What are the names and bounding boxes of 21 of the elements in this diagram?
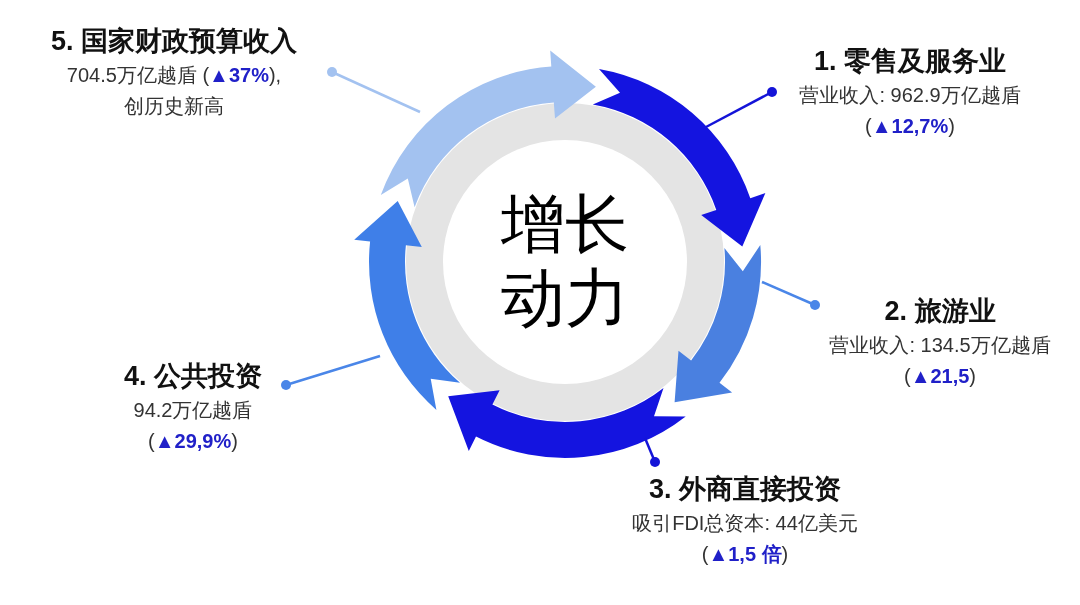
item-heading: 5. 国家财政预算收入 (51, 25, 297, 58)
item-detail: 营业收入: 134.5万亿越盾 (829, 333, 1051, 358)
leader-line (705, 87, 777, 129)
item-detail: 吸引FDI总资本: 44亿美元 (632, 511, 858, 536)
item-heading: 4. 公共投资 (124, 360, 262, 393)
item-detail: 704.5万亿越盾 (▲37%), (66, 63, 282, 88)
item-detail: 94.2万亿越盾 (133, 398, 253, 423)
item-heading: 3. 外商直接投资 (649, 473, 841, 506)
item-heading: 1. 零售及服务业 (814, 45, 1006, 78)
item-detail: 创历史新高 (124, 94, 224, 119)
item-detail: (▲29,9%) (148, 429, 238, 454)
leader-line (761, 280, 820, 310)
item-detail: (▲12,7%) (865, 114, 955, 139)
item-heading: 2. 旅游业 (884, 295, 996, 328)
leader-line (643, 437, 660, 467)
item-detail: (▲21,5) (903, 364, 977, 389)
leader-line (327, 67, 421, 114)
center-title: 增长动力 (500, 188, 630, 336)
item-detail: (▲1,5 倍) (701, 542, 789, 567)
leader-line (281, 354, 381, 390)
item-detail: 营业收入: 962.9万亿越盾 (799, 83, 1021, 108)
